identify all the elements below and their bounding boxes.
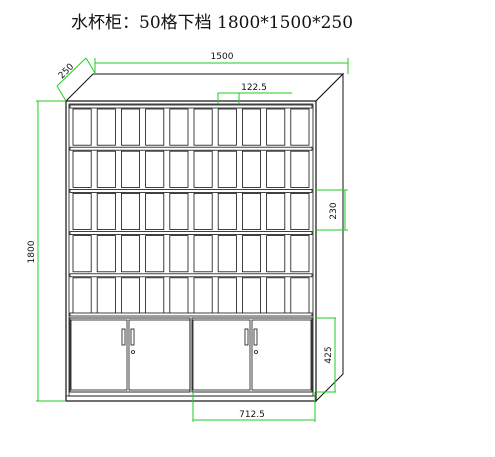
compartment-width-label: 122.5 <box>241 83 267 93</box>
compartment-cell <box>193 192 213 230</box>
door-height-label: 425 <box>324 346 334 363</box>
door-handle <box>253 328 258 346</box>
door-handle <box>244 328 249 346</box>
compartment-cell <box>121 277 141 315</box>
compartment-cell <box>72 150 92 188</box>
compartment-cell <box>169 277 189 315</box>
compartment-width-line <box>217 92 292 104</box>
door-handle <box>121 328 126 346</box>
compartment-cell <box>290 192 310 230</box>
door-lock <box>131 350 135 354</box>
shelf-board <box>69 273 313 278</box>
compartment-cell <box>290 277 310 315</box>
compartment-cell <box>193 235 213 273</box>
compartment-cell <box>169 150 189 188</box>
shelf-board <box>69 104 313 109</box>
compartment-cell <box>290 108 310 146</box>
compartment-cell <box>290 235 310 273</box>
depth-extension-line <box>85 57 96 74</box>
compartment-cell <box>266 150 286 188</box>
compartment-cell <box>96 150 116 188</box>
shelf-board <box>69 312 313 317</box>
compartment-cell <box>96 108 116 146</box>
door-handle <box>130 328 135 346</box>
door-panel <box>128 319 191 391</box>
compartment-cell <box>169 192 189 230</box>
compartment-cell <box>241 277 261 315</box>
compartment-cell <box>217 277 237 315</box>
depth-dimension-line <box>56 57 87 87</box>
shelf-board <box>69 231 313 236</box>
compartment-cell <box>193 277 213 315</box>
compartment-cell <box>266 277 286 315</box>
compartment-cell <box>145 150 165 188</box>
compartment-cell <box>96 192 116 230</box>
door-panel <box>251 319 312 391</box>
door-panel <box>192 319 251 391</box>
door-width-label: 712.5 <box>239 410 265 420</box>
compartment-cell <box>96 235 116 273</box>
compartment-cell <box>241 235 261 273</box>
compartment-cell <box>217 108 237 146</box>
compartment-cell <box>145 192 165 230</box>
compartment-cell <box>121 192 141 230</box>
compartment-cell <box>145 235 165 273</box>
width-dimension-label: 1500 <box>211 52 234 62</box>
compartment-cell <box>217 235 237 273</box>
compartment-cell <box>217 150 237 188</box>
cabinet-top-face <box>64 73 345 102</box>
compartment-cell <box>241 150 261 188</box>
compartment-cell <box>121 150 141 188</box>
compartment-grid <box>69 104 313 317</box>
depth-dimension-label: 250 <box>57 62 76 81</box>
compartment-cell <box>217 192 237 230</box>
door-panel <box>70 319 128 391</box>
compartment-height-label: 230 <box>329 202 339 219</box>
compartment-cell <box>169 235 189 273</box>
compartment-cell <box>121 108 141 146</box>
compartment-cell <box>241 108 261 146</box>
compartment-cell <box>193 108 213 146</box>
compartment-cell <box>266 235 286 273</box>
door-bay-left <box>69 317 191 393</box>
drawing-title: 水杯柜：50格下档 1800*1500*250 <box>71 13 354 33</box>
compartment-cell <box>72 108 92 146</box>
compartment-cell <box>121 235 141 273</box>
compartment-cell <box>266 108 286 146</box>
door-lock <box>254 350 258 354</box>
shelf-board <box>69 188 313 193</box>
compartment-cell <box>193 150 213 188</box>
compartment-cell <box>290 150 310 188</box>
shelf-board <box>69 146 313 151</box>
compartment-cell <box>145 277 165 315</box>
compartment-cell <box>72 277 92 315</box>
compartment-cell <box>145 108 165 146</box>
compartment-cell <box>96 277 116 315</box>
dimension-lines <box>36 57 349 422</box>
compartment-cell <box>72 192 92 230</box>
depth-extension-line <box>56 85 67 102</box>
compartment-cell <box>266 192 286 230</box>
lower-doors <box>69 317 313 393</box>
height-dimension-label: 1800 <box>27 240 37 263</box>
compartment-cell <box>241 192 261 230</box>
compartment-cell <box>169 108 189 146</box>
compartment-cell <box>72 235 92 273</box>
